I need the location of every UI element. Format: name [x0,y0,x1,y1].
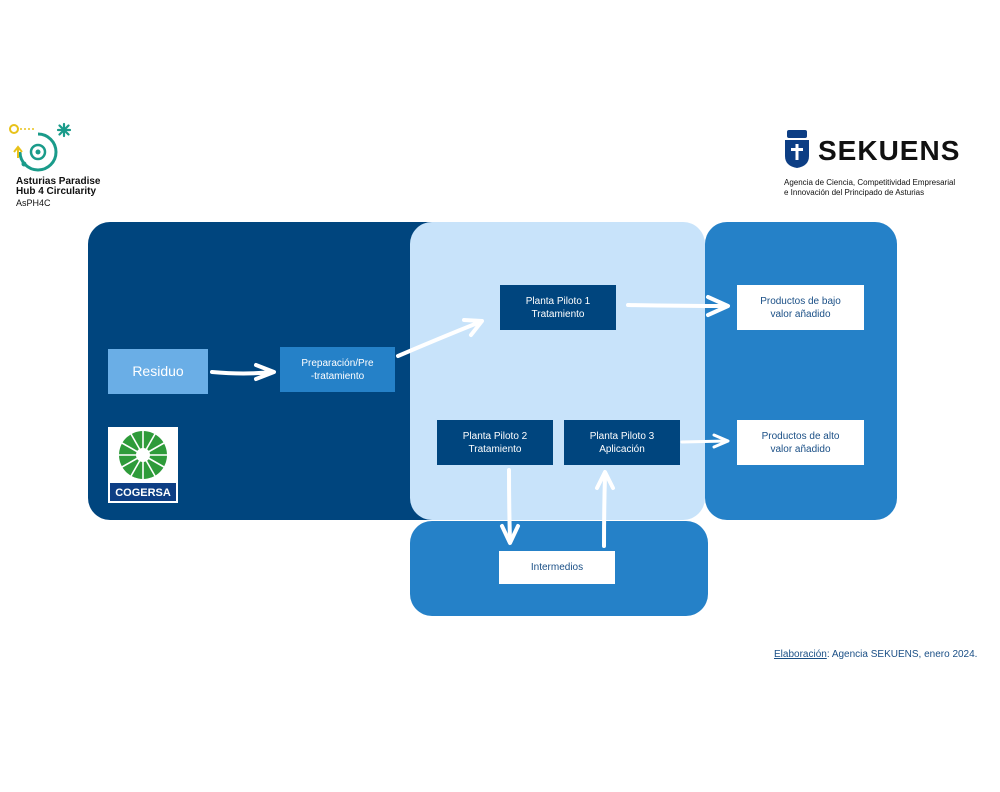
credit-label: Elaboración [774,649,827,660]
planta-piloto-2-box: Planta Piloto 2 Tratamiento [437,420,553,465]
sekuens-tagline-line1: Agencia de Ciencia, Competitividad Empre… [784,178,956,187]
planta-piloto-3-box: Planta Piloto 3 Aplicación [564,420,680,465]
credit-line: Elaboración: Agencia SEKUENS, enero 2024… [774,649,977,661]
intermedios-box: Intermedios [499,551,615,584]
cogersa-logo: COGERSA [108,427,178,503]
coat-of-arms-icon [785,130,809,168]
sekuens-wordmark: SEKUENS [818,135,961,166]
asph4c-logo: Asturias Paradise Hub 4 Circularity AsPH… [8,122,118,214]
productos-alto-valor-box: Productos de alto valor añadido [737,420,864,465]
planta-piloto-1-box: Planta Piloto 1 Tratamiento [500,285,616,330]
sekuens-logo: SEKUENS Agencia de Ciencia, Competitivid… [784,128,984,200]
cogersa-band [110,483,176,501]
planta-piloto-3-label: Planta Piloto 3 Aplicación [589,430,655,455]
pilot-plants-panel [410,222,705,520]
residuo-box: Residuo [108,349,208,394]
credit-text: : Agencia SEKUENS, enero 2024. [826,649,978,660]
asph4c-line2: Hub 4 Circularity [16,186,97,197]
planta-piloto-1-label: Planta Piloto 1 Tratamiento [525,295,591,320]
products-panel [705,222,897,520]
cogersa-name: COGERSA [115,487,171,499]
planta-piloto-2-label: Planta Piloto 2 Tratamiento [462,430,528,455]
asph4c-line1: Asturias Paradise [16,176,101,187]
asph4c-line3: AsPH4C [16,198,51,208]
productos-bajo-valor-box: Productos de bajo valor añadido [737,285,864,330]
productos-alto-valor-label: Productos de alto valor añadido [761,430,840,455]
preparacion-box: Preparación/Pre -tratamiento [280,347,395,392]
asph4c-emblem-icon [9,122,72,172]
sekuens-tagline-line2: e Innovación del Principado de Asturias [784,188,925,197]
asph4c-wordmark: Asturias Paradise Hub 4 Circularity AsPH… [16,176,101,209]
productos-bajo-valor-label: Productos de bajo valor añadido [760,295,841,320]
sekuens-tagline: Agencia de Ciencia, Competitividad Empre… [784,178,955,198]
preparacion-label: Preparación/Pre -tratamiento [301,357,374,382]
cogersa-emblem-icon [119,431,167,479]
